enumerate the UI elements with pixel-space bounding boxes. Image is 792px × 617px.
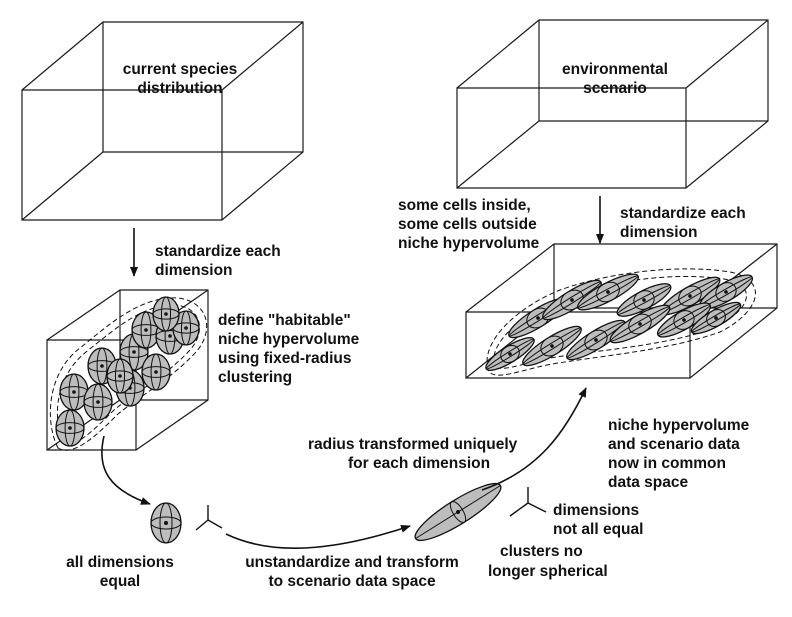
unequal-axes-icon [509,487,547,517]
clusters-line1: clusters no [500,543,583,560]
niche-common-line3: now in common [608,455,726,472]
cluster-sphere [522,325,582,367]
radius-line2: for each dimension [348,455,490,472]
elongated-ellipsoid [414,482,502,542]
habitable-envelope-inner [56,304,200,445]
isolate-cluster-arrow [101,435,151,505]
current-species-box [21,21,304,221]
define-line3: using fixed-radius [218,350,352,367]
all-dimensions-line1: all dimensions [66,554,174,571]
transform-arrow [225,525,411,549]
standardize-right-line2: dimension [620,224,698,241]
radius-line1: radius transformed uniquely [308,436,518,453]
environmental-label-line2: scenario [583,80,647,97]
cluster-sphere [690,301,742,335]
current-species-label-line2: distribution [137,80,222,97]
cluster-sphere [83,383,113,421]
unstandardize-line1: unstandardize and transform [245,554,459,571]
dims-not-equal-line1: dimensions [553,502,639,519]
some-cells-line3: niche hypervolume [398,235,540,252]
cluster-sphere [485,337,535,371]
current-species-label-line1: current species [123,61,238,78]
cluster-sphere [152,296,180,332]
equal-axes-icon [195,505,223,531]
cluster-sphere [566,319,626,361]
some-cells-line1: some cells inside, [398,197,531,214]
define-line1: define "habitable" [218,312,351,329]
define-line4: clustering [218,369,292,386]
cluster-sphere [656,302,712,338]
environmental-scenario-box [456,19,769,189]
cluster-sphere [106,358,134,394]
single-sphere-cluster [150,502,182,544]
habitable-envelope-outer [49,297,208,451]
all-dimensions-line2: equal [100,573,140,590]
transformed-clusters [485,273,754,371]
environmental-label-line1: environmental [562,61,668,78]
some-cells-line2: some cells outside [398,216,537,233]
cluster-sphere [577,273,639,311]
clusters-line2: longer spherical [488,563,608,580]
standardize-right-line1: standardize each [620,205,746,222]
scenario-envelope-outer [486,268,756,376]
to-scenario-arrow [481,387,587,491]
cluster-sphere [141,353,171,391]
cluster-sphere [609,304,671,344]
standardize-left-line1: standardize each [155,243,281,260]
niche-common-line4: data space [608,474,689,491]
dims-not-equal-line2: not all equal [553,521,643,538]
standardize-left-line2: dimension [155,262,233,279]
define-line2: niche hypervolume [218,331,360,348]
niche-common-line1: niche hypervolume [608,417,750,434]
cluster-sphere [55,409,85,447]
niche-common-line2: and scenario data [608,436,740,453]
unstandardize-line2: to scenario data space [268,573,436,590]
fixed-radius-clusters [55,296,200,447]
cluster-sphere [542,279,602,321]
cluster-sphere [616,283,672,317]
